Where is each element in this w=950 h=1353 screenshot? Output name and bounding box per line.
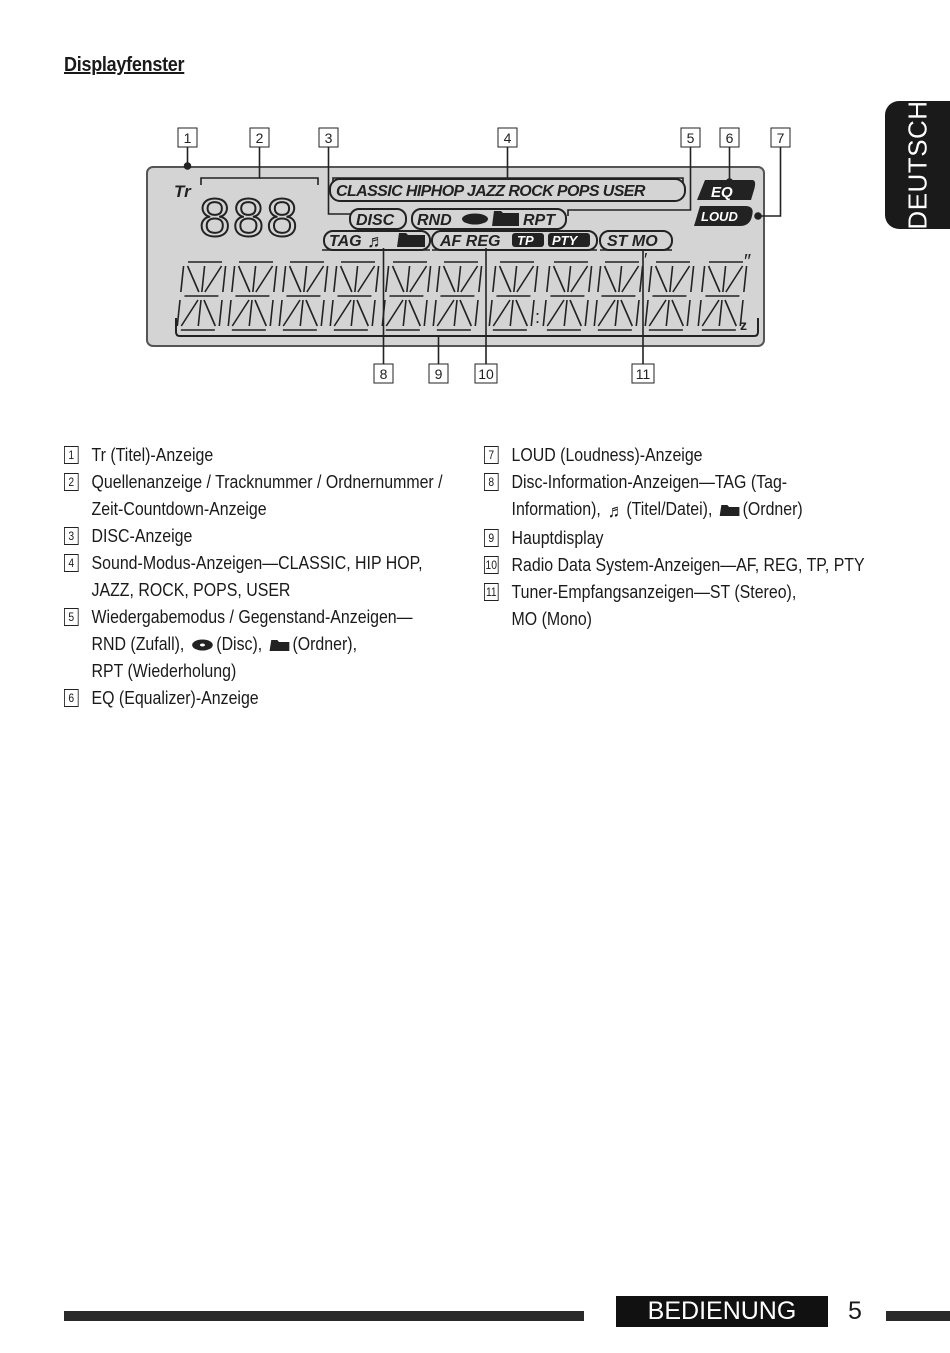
svg-text:6: 6 [726, 130, 734, 146]
segment-glyph [644, 261, 695, 331]
svg-text:″: ″ [744, 251, 751, 273]
callout-1: 1 [177, 127, 198, 148]
segment-glyph [542, 261, 593, 331]
st-mo-indicator: ST MO [607, 233, 658, 250]
segment-glyph [329, 261, 380, 331]
page-number: 5 [848, 1297, 862, 1325]
eq-indicator: EQ [711, 184, 733, 201]
segment-glyph [176, 261, 227, 331]
segment-glyph [227, 261, 278, 331]
svg-text:8: 8 [380, 366, 388, 382]
rpt-indicator: RPT [523, 212, 556, 229]
svg-text:4: 4 [504, 130, 512, 146]
svg-text:5: 5 [687, 130, 695, 146]
footer-rule-right [886, 1311, 950, 1321]
segment-glyph [432, 261, 483, 331]
loud-indicator: LOUD [701, 209, 738, 224]
disc-icon [462, 213, 488, 225]
segment-glyph [381, 261, 432, 331]
svg-text:2: 2 [256, 130, 264, 146]
callout-10: 10 [474, 363, 498, 384]
section-label: BEDIENUNG [616, 1296, 828, 1327]
callout-2: 2 [249, 127, 270, 148]
language-tab: DEUTSCH [885, 100, 950, 230]
tp-indicator: TP [517, 233, 534, 248]
folder-icon [719, 505, 740, 517]
svg-text:11: 11 [636, 366, 651, 382]
svg-text:7: 7 [777, 130, 785, 146]
folder-icon [269, 640, 290, 652]
display-diagram: 1 2 3 4 5 6 7 8 9 10 11 Tr 888 CLASSIC H… [146, 127, 791, 384]
footer-rule-left [64, 1311, 584, 1321]
main-display-segments [176, 261, 748, 331]
pty-indicator: PTY [552, 233, 579, 248]
segment-glyph [697, 261, 748, 331]
segment-glyph [278, 261, 329, 331]
music-note-icon: ♬ [607, 499, 624, 521]
folder-icon [492, 211, 519, 226]
callout-7: 7 [770, 127, 791, 148]
svg-text:z: z [740, 317, 747, 333]
disc-indicator: DISC [356, 212, 395, 229]
source-digits: 888 [198, 189, 299, 253]
music-note-icon: ♬ [367, 231, 385, 251]
svg-text:10: 10 [478, 366, 494, 382]
segment-glyph [488, 261, 539, 331]
callout-9: 9 [428, 363, 449, 384]
callout-3: 3 [318, 127, 339, 148]
lcd-panel [146, 166, 765, 347]
callout-6: 6 [719, 127, 740, 148]
tag-indicator: TAG [329, 233, 362, 250]
callout-4: 4 [497, 127, 518, 148]
callout-11: 11 [631, 363, 655, 384]
svg-text:9: 9 [435, 366, 443, 382]
svg-text:1: 1 [184, 130, 192, 146]
page-heading: Displayfenster [64, 54, 185, 76]
disc-icon [192, 639, 213, 651]
segment-glyph [593, 261, 644, 331]
rnd-indicator: RND [417, 212, 452, 229]
svg-text::: : [535, 307, 540, 327]
sound-mode-indicators: CLASSIC HIPHOP JAZZ ROCK POPS USER [336, 183, 646, 200]
tr-indicator: Tr [174, 182, 192, 201]
af-reg-indicator: AF REG [439, 233, 500, 250]
callout-8: 8 [373, 363, 394, 384]
svg-text:3: 3 [325, 130, 333, 146]
svg-text:′: ′ [644, 250, 648, 270]
folder-icon-tag [397, 233, 425, 247]
callout-5: 5 [680, 127, 701, 148]
